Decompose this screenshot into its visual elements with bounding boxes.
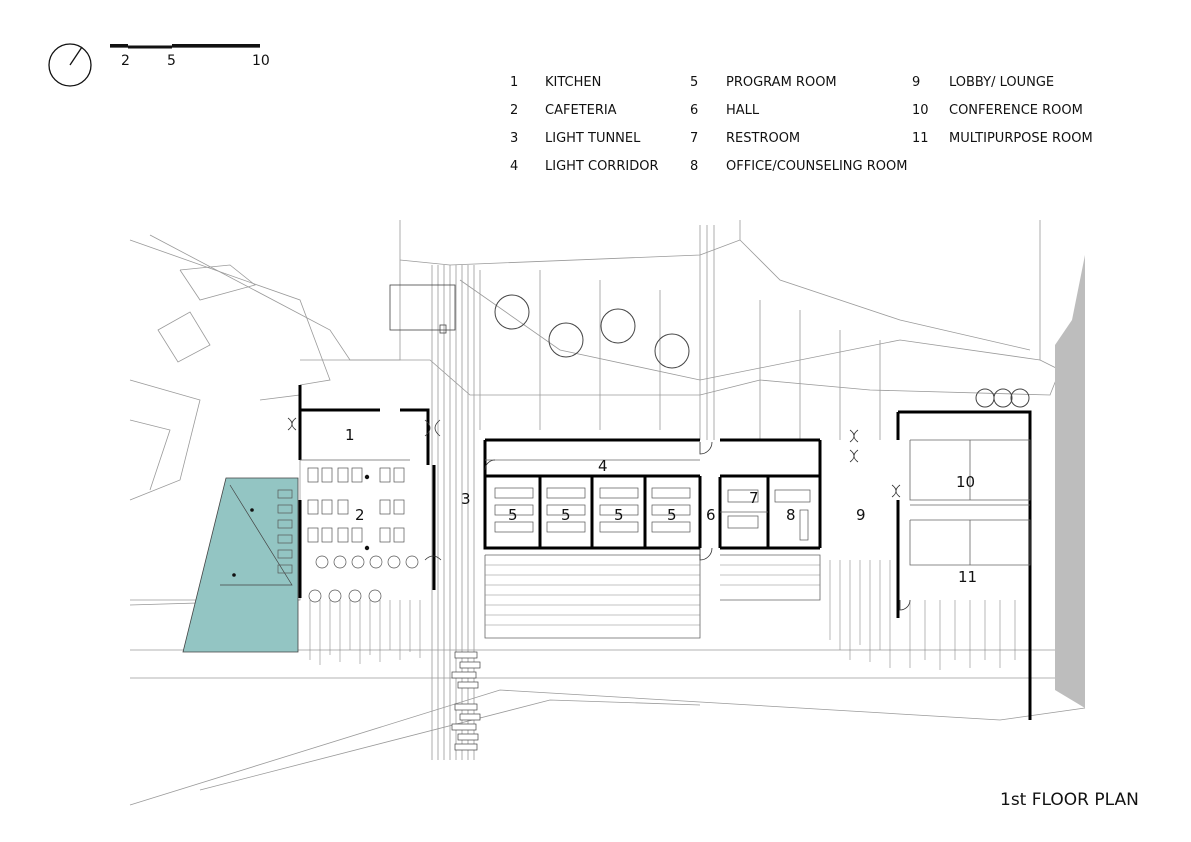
plan-title: 1st FLOOR PLAN bbox=[1000, 790, 1139, 810]
room-tag-cafeteria: 2 bbox=[355, 506, 365, 524]
room-tag-program-room: 5 bbox=[667, 506, 677, 524]
site-context bbox=[129, 220, 1086, 806]
room-tag-kitchen: 1 bbox=[345, 426, 355, 444]
pool bbox=[182, 477, 299, 653]
classroom-furniture bbox=[494, 487, 811, 541]
tree-icons bbox=[494, 294, 1030, 408]
room-tag-conference: 10 bbox=[956, 473, 975, 491]
ground-mass bbox=[1055, 255, 1085, 708]
room-tag-hall: 6 bbox=[706, 506, 716, 524]
room-tag-light-tunnel: 3 bbox=[461, 490, 471, 508]
door-swings bbox=[287, 417, 911, 611]
building-walls bbox=[298, 385, 1032, 720]
room-tag-program-room: 5 bbox=[561, 506, 571, 524]
room-tag-light-corridor: 4 bbox=[598, 457, 608, 475]
cafeteria-furniture bbox=[277, 467, 419, 603]
room-tag-restroom: 7 bbox=[749, 489, 759, 507]
room-tag-program-room: 5 bbox=[508, 506, 518, 524]
scale-label: 2 bbox=[121, 53, 130, 69]
north-arrow-icon bbox=[48, 43, 92, 87]
light-tunnel-stripes bbox=[431, 225, 881, 760]
scale-label: 5 bbox=[167, 53, 176, 69]
room-tag-multipurpose: 11 bbox=[958, 568, 977, 586]
scale-bar bbox=[110, 44, 260, 49]
room-tag-office: 8 bbox=[786, 506, 796, 524]
scale-label: 10 bbox=[252, 53, 270, 69]
room-tag-program-room: 5 bbox=[614, 506, 624, 524]
room-tag-lobby: 9 bbox=[856, 506, 866, 524]
